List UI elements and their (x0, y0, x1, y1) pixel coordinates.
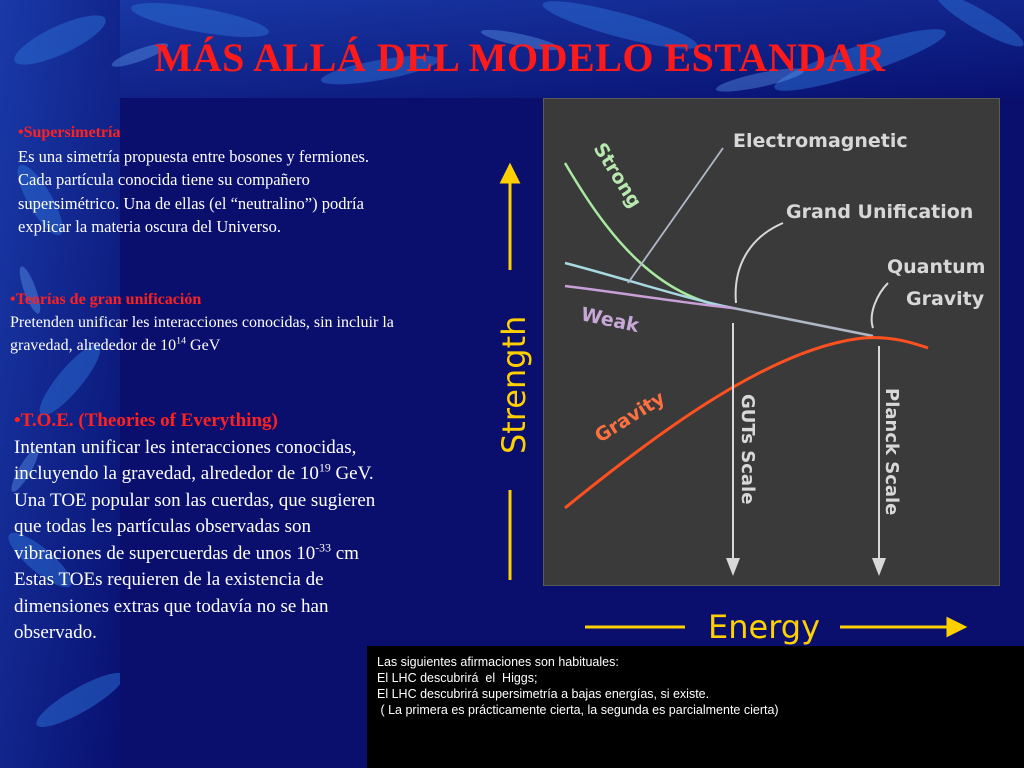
x-axis-label: Energy (708, 608, 820, 646)
label-quantum: Quantum (887, 256, 985, 278)
text-run: cm (330, 542, 359, 564)
pointer-quantum-gravity (870, 282, 889, 329)
page-title: MÁS ALLÁ DEL MODELO ESTANDAR (154, 35, 886, 80)
exponent: 19 (318, 461, 331, 475)
section-heading: •Teorías de gran unificación (10, 291, 202, 308)
label-electromagnetic: Electromagnetic (733, 130, 908, 152)
note-box: Las siguientes afirmaciones son habitual… (367, 646, 1024, 768)
section-line: dimensiones extras que todavía no se han (14, 595, 329, 617)
label-quantum-gravity: Gravity (906, 288, 985, 310)
section-toe: •T.O.E. (Theories of Everything) Intenta… (14, 408, 474, 647)
section-line: Cada partícula conocida tiene su compañe… (18, 170, 310, 189)
force-unification-diagram: Electromagnetic Strong Grand Unification… (543, 98, 1000, 586)
section-line: Estas TOEs requieren de la existencia de (14, 569, 324, 590)
section-line: gravedad, alrededor de 1014 GeV (10, 334, 510, 357)
diagram-axes: Strength Energy (495, 162, 968, 646)
text-run: gravedad, alrededor de 10 (10, 337, 177, 354)
pointer-electromagnetic (627, 147, 724, 284)
section-line: Pretenden unificar les interacciones con… (10, 314, 394, 331)
label-planck-scale: Planck Scale (881, 388, 902, 515)
x-axis-arrowhead (946, 616, 968, 638)
section-line: supersimétrico. Una de ellas (el “neutra… (18, 193, 364, 213)
diagram-panel (543, 98, 1000, 586)
pointer-grand-unification (734, 222, 784, 304)
exponent: 14 (176, 335, 187, 347)
section-heading: •Supersimetría (18, 124, 121, 141)
note-line: El LHC descubrirá el Higgs; (377, 671, 538, 685)
label-grand-unification: Grand Unification (786, 201, 973, 223)
section-line: Una TOE popular son las cuerdas, que sug… (14, 489, 376, 511)
arrowhead-guts (726, 558, 740, 576)
note-line: ( La primera es prácticamente cierta, la… (377, 703, 779, 717)
section-line: Es una simetría propuesta entre bosones … (18, 146, 369, 166)
section-line: explicar la materia oscura del Universo. (18, 217, 281, 236)
text-run: GeV. (330, 463, 374, 484)
section-line: incluyendo la gravedad, alrededor de 101… (14, 461, 474, 488)
section-line: que todas les partículas observadas son (14, 516, 312, 537)
section-line: Intentan unificar les interacciones cono… (14, 436, 357, 458)
y-axis-label: Strength (495, 316, 533, 454)
note-line: Las siguientes afirmaciones son habitual… (377, 655, 619, 669)
y-axis-arrowhead (499, 162, 521, 184)
text-run: vibraciones de supercuerdas de unos 10 (14, 542, 316, 564)
curve-gravity (564, 336, 929, 510)
curve-unified (732, 306, 874, 338)
text-run: incluyendo la gravedad, alrededor de 10 (14, 463, 319, 484)
section-line: observado. (14, 622, 97, 643)
text-run: GeV (186, 337, 221, 354)
section-heading: •T.O.E. (Theories of Everything) (14, 410, 278, 431)
label-guts-scale: GUTs Scale (737, 394, 758, 504)
curve-electromagnetic (564, 261, 734, 310)
section-gut: •Teorías de gran unificación Pretenden u… (10, 288, 510, 357)
note-line: El LHC descubrirá supersimetría a bajas … (377, 687, 710, 701)
arrowhead-planck (872, 558, 886, 576)
section-supersymmetry: •Supersimetría Es una simetría propuesta… (18, 121, 478, 239)
exponent: -33 (315, 541, 331, 555)
curve-weak (564, 284, 734, 310)
section-line: vibraciones de supercuerdas de unos 10-3… (14, 541, 474, 568)
